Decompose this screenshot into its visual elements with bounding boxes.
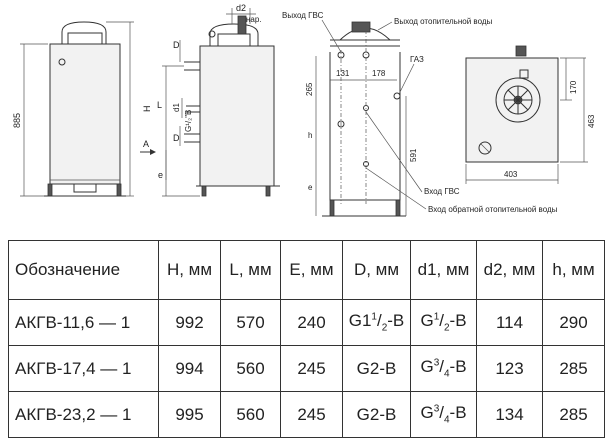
header-D: D, мм <box>342 240 411 300</box>
dim-e-front: e <box>308 183 313 192</box>
cell-h: 290 <box>542 299 605 346</box>
header-E: E, мм <box>280 240 343 300</box>
specifications-table: Обозначение H, мм L, мм E, мм D, мм d1, … <box>8 240 605 438</box>
cell-H: 992 <box>158 299 221 346</box>
cell-designation: АКГВ-11,6 — 1 <box>8 299 159 346</box>
cell-d1: G3/4-B <box>410 345 477 392</box>
cell-E: 240 <box>280 299 343 346</box>
cell-designation: АКГВ-17,4 — 1 <box>8 345 159 392</box>
cell-d2: 123 <box>476 345 543 392</box>
label-return: Вход обратной отопительной воды <box>428 205 558 214</box>
dim-885: 885 <box>12 113 22 128</box>
table-row: АКГВ-11,6 — 1 992 570 240 G11/2-B G1/2-B… <box>8 299 605 346</box>
cell-L: 570 <box>220 299 281 346</box>
dim-h: h <box>308 131 312 140</box>
header-h: h, мм <box>542 240 605 300</box>
header-d2: d2, мм <box>476 240 543 300</box>
label-heat-out: Выход отопительной воды <box>394 17 493 26</box>
cell-h: 285 <box>542 345 605 392</box>
cell-H: 995 <box>158 391 221 438</box>
cell-E: 245 <box>280 391 343 438</box>
cell-d1: G1/2-B <box>410 299 477 346</box>
dim-D-top: D <box>173 40 180 50</box>
cell-d2: 114 <box>476 299 543 346</box>
dim-403: 403 <box>504 170 518 179</box>
front-view-left: 885 H A <box>12 21 156 197</box>
label-gvs-out: Выход ГВС <box>282 11 324 20</box>
table-row: АКГВ-23,2 — 1 995 560 245 G2-B G3/4-B 13… <box>8 391 605 438</box>
cell-designation: АКГВ-23,2 — 1 <box>8 391 159 438</box>
front-view-labeled: Выход ГВС Выход отопительной воды ГАЗ 13… <box>282 11 558 217</box>
top-view: 170 463 403 <box>465 45 596 184</box>
cell-L: 560 <box>220 345 281 392</box>
dim-265: 265 <box>305 82 314 96</box>
table-header-row: Обозначение H, мм L, мм E, мм D, мм d1, … <box>8 240 605 300</box>
dim-178: 178 <box>372 69 386 78</box>
header-d1: d1, мм <box>410 240 477 300</box>
cell-d1: G3/4-B <box>410 391 477 438</box>
dim-d2: d2 <box>236 3 246 13</box>
cell-h: 285 <box>542 391 605 438</box>
dim-d2-nar: нар. <box>246 15 262 24</box>
dim-170: 170 <box>569 80 578 94</box>
cell-D: G2-B <box>342 391 411 438</box>
label-gas: ГАЗ <box>410 55 424 64</box>
cell-d2: 134 <box>476 391 543 438</box>
dim-e-side: e <box>158 170 163 180</box>
dim-H: H <box>142 106 152 113</box>
dim-131: 131 <box>336 69 350 78</box>
header-designation: Обозначение <box>8 240 159 300</box>
table-row: АКГВ-17,4 — 1 994 560 245 G2-B G3/4-B 12… <box>8 345 605 392</box>
dim-591: 591 <box>409 148 418 162</box>
cell-D: G2-B <box>342 345 411 392</box>
cell-D: G11/2-B <box>342 299 411 346</box>
cell-E: 245 <box>280 345 343 392</box>
label-gvs-in: Вход ГВС <box>424 187 460 196</box>
side-view: d2 нар. D L d1 G¹/₂"B D e <box>157 3 280 197</box>
dim-D-mid: D <box>173 133 180 143</box>
header-L: L, мм <box>220 240 281 300</box>
header-H: H, мм <box>158 240 221 300</box>
dim-g-half: G¹/₂"B <box>184 110 193 132</box>
technical-drawings: 885 H A d2 нар. D <box>12 3 596 217</box>
arrow-A-label: A <box>143 139 149 149</box>
dim-L: L <box>157 100 162 110</box>
cell-L: 560 <box>220 391 281 438</box>
dim-463: 463 <box>587 114 596 128</box>
cell-H: 994 <box>158 345 221 392</box>
dim-d1: d1 <box>172 103 181 112</box>
